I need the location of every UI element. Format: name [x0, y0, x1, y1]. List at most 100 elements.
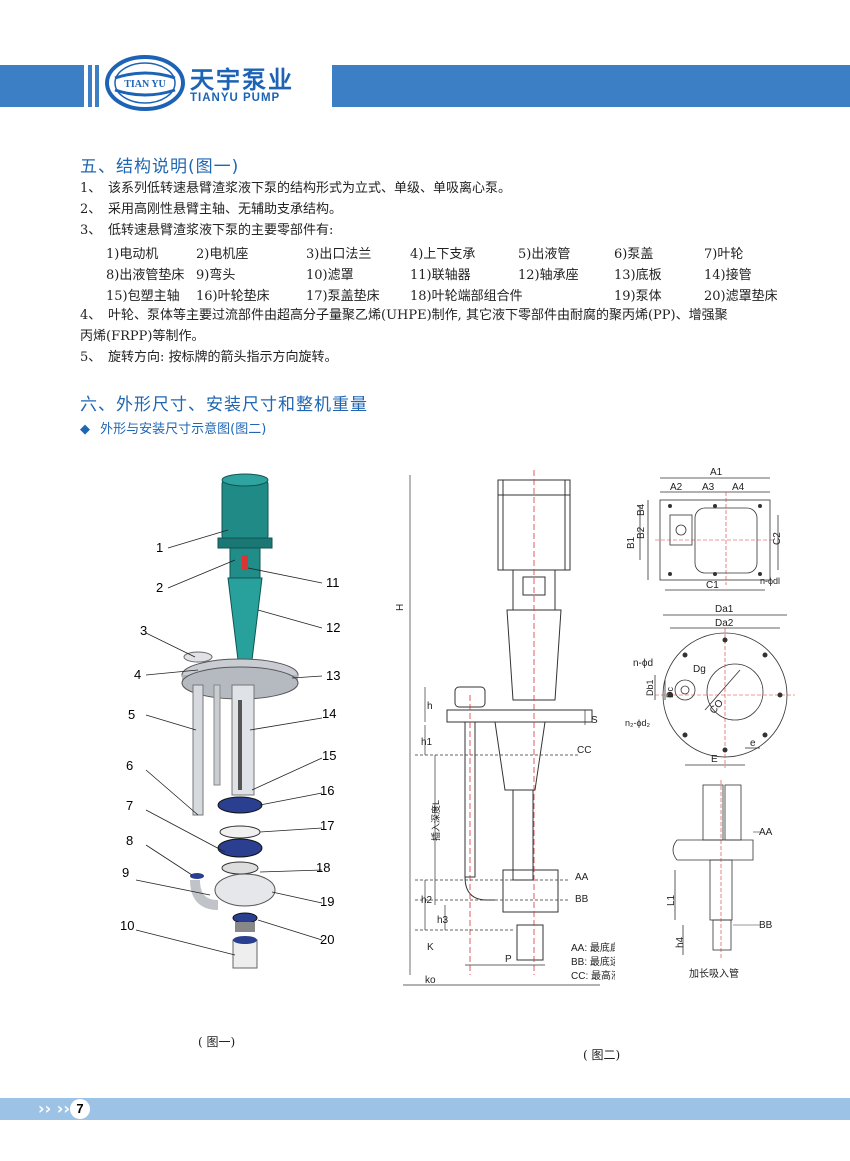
- company-logo: TIAN YU: [100, 52, 330, 114]
- page-number: 7: [70, 1099, 90, 1119]
- diamond-bullet-icon: ◆: [80, 422, 90, 437]
- dim-label: CO: [708, 698, 726, 717]
- dim-label: Da1: [715, 604, 734, 615]
- list-item: 1、该系列低转速悬臂渣浆液下泵的结构形式为立式、单级、单吸离心泵。: [80, 181, 512, 196]
- dim-label: BB: [575, 894, 589, 905]
- figure1-caption: ( 图一): [198, 1035, 236, 1049]
- figure1-label: 15: [322, 748, 336, 763]
- dim-label: Dg: [693, 664, 706, 675]
- part-item: 17)泵盖垫床: [306, 289, 380, 304]
- footer-bar: [0, 1098, 850, 1120]
- part-item: 5)出液管: [518, 247, 571, 262]
- part-item: 13)底板: [614, 268, 662, 283]
- dim-label: A3: [702, 482, 715, 493]
- part-item: 8)出液管垫床: [106, 268, 185, 283]
- round-flange-view: Da1 Da2 n-ϕd Dg Db1 Dc CO n₂-ϕd₂ e E: [625, 604, 795, 768]
- dim-label: Dc: [665, 687, 675, 698]
- part-item: 12)轴承座: [518, 268, 579, 283]
- dim-label: C2: [772, 532, 783, 545]
- figure1-label: 8: [126, 833, 133, 848]
- list-item: 4、叶轮、泵体等主要过流部件由超高分子量聚乙烯(UHPE)制作, 其它液下零部件…: [80, 308, 728, 323]
- header-stripe: [95, 65, 99, 107]
- dim-label: h4: [675, 936, 686, 948]
- figure1-label: 18: [316, 860, 330, 875]
- header-stripe: [88, 65, 92, 107]
- dim-label: L1: [666, 894, 677, 906]
- company-name-en: TIANYU PUMP: [190, 92, 281, 104]
- figure1-label: 20: [320, 932, 334, 947]
- dim-label: H: [395, 604, 406, 611]
- figure1-label: 14: [322, 706, 336, 721]
- dim-label: P: [505, 954, 512, 965]
- list-item: 3、低转速悬臂渣浆液下泵的主要零部件有:: [80, 223, 334, 238]
- header-bar-left: [0, 65, 84, 107]
- list-item: 2、采用高刚性悬臂主轴、无辅助支承结构。: [80, 202, 343, 217]
- part-item: 15)包塑主轴: [106, 289, 180, 304]
- part-item: 1)电动机: [106, 247, 159, 262]
- figure1-label: 17: [320, 818, 334, 833]
- dim-label: n-ϕdl: [760, 576, 780, 586]
- part-item: 10)滤罩: [306, 268, 354, 283]
- legend-item: CC: 最高液位: [571, 969, 615, 982]
- part-item: 6)泵盖: [614, 247, 654, 262]
- part-item: 18)叶轮端部组合件: [410, 289, 523, 304]
- dim-label: B2: [636, 526, 647, 539]
- dim-label: n-ϕd: [633, 658, 653, 669]
- dim-label: AA: [575, 872, 589, 883]
- figure1-label: 10: [120, 918, 134, 933]
- section6-title: 六、外形尺寸、安装尺寸和整机重量: [80, 395, 368, 415]
- dim-label: CC: [577, 745, 591, 756]
- figure1-label: 5: [128, 707, 135, 722]
- dim-label: B4: [636, 503, 647, 516]
- list-item: 5、旋转方向: 按标牌的箭头指示方向旋转。: [80, 350, 338, 365]
- dim-label: B1: [626, 536, 637, 549]
- part-item: 16)叶轮垫床: [196, 289, 270, 304]
- extension-label: 加长吸入管: [689, 967, 739, 980]
- figure1-label: 7: [126, 798, 133, 813]
- figure1-label: 9: [122, 865, 129, 880]
- section5-list-cont: 4、叶轮、泵体等主要过流部件由超高分子量聚乙烯(UHPE)制作, 其它液下零部件…: [80, 305, 800, 368]
- list-item-continuation: 丙烯(FRPP)等制作。: [80, 329, 205, 344]
- base-plate-top-view: A1 A2 A3 A4 B1 B2 B4 C2 C1 n-ϕdl: [626, 467, 783, 591]
- figure1-label: 6: [126, 758, 133, 773]
- part-item: 7)叶轮: [704, 247, 744, 262]
- figure1-label: 16: [320, 783, 334, 798]
- legend-item: BB: 最底运行液位: [571, 955, 615, 968]
- logo-ring-text: TIAN YU: [124, 79, 166, 90]
- dim-label: h3: [437, 915, 449, 926]
- figure1-label: 11: [326, 575, 340, 590]
- dim-label: AA: [759, 827, 773, 838]
- side-view-drawing: H h h1 插入深度L h2 h3 K ko P S CC AA BB AA:…: [395, 470, 615, 986]
- part-item: 19)泵体: [614, 289, 662, 304]
- part-item: 3)出口法兰: [306, 247, 372, 262]
- part-item: 9)弯头: [196, 268, 236, 283]
- chevron-right-icon: ›› ››: [38, 1099, 70, 1118]
- section5-list: 1、该系列低转速悬臂渣浆液下泵的结构形式为立式、单级、单吸离心泵。 2、采用高刚…: [80, 178, 800, 241]
- dim-label: S: [591, 715, 598, 726]
- header-bar-right: [332, 65, 850, 107]
- dim-label: h2: [421, 895, 433, 906]
- part-item: 14)接管: [704, 268, 752, 283]
- dim-label: A4: [732, 482, 745, 493]
- dim-label: 插入深度L: [430, 800, 441, 841]
- company-name-cn: 天宇泵业: [190, 66, 294, 94]
- dim-label: K: [427, 942, 434, 953]
- figure1-label: 4: [134, 667, 141, 682]
- section6-subtitle: ◆ 外形与安装尺寸示意图(图二): [80, 422, 267, 437]
- dim-label: Da2: [715, 618, 734, 629]
- dim-label: h1: [421, 737, 433, 748]
- part-item: 4)上下支承: [410, 247, 476, 262]
- figure1-label: 1: [156, 540, 163, 555]
- part-item: 2)电机座: [196, 247, 249, 262]
- figure1-label: 12: [326, 620, 340, 635]
- exploded-pump-figure: 1 2 3 4 5 6 7 8 9 10 11 12 13 14 15 16 1…: [120, 473, 340, 969]
- figure1-label: 2: [156, 580, 163, 595]
- dim-label: Db1: [645, 679, 655, 696]
- extension-suction-pipe-view: AA BB L1 h4 加长吸入管: [666, 780, 773, 980]
- figure1-label: 13: [326, 668, 340, 683]
- dim-label: E: [711, 754, 718, 765]
- dim-label: A2: [670, 482, 683, 493]
- dim-label: ko: [425, 975, 436, 986]
- section5-title: 五、结构说明(图一): [80, 157, 240, 177]
- dim-label: n₂-ϕd₂: [625, 718, 651, 728]
